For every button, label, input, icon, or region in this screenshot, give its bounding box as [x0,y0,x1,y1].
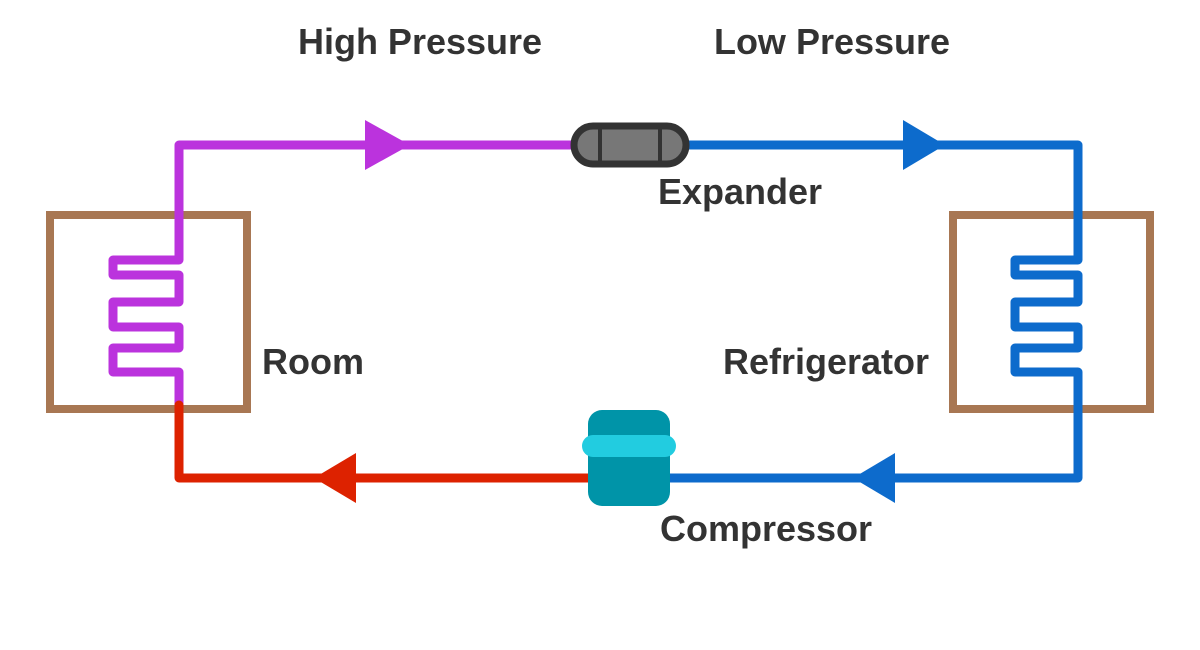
compressor-label: Compressor [660,508,872,549]
suction-line [663,400,1083,483]
room-label: Room [262,341,364,382]
high-pressure-line [174,140,580,255]
refrigerator-enclosure [949,211,1154,413]
low-pressure-line [680,140,1083,255]
expander-label: Expander [658,171,822,212]
room-enclosure [46,211,251,413]
flow-arrow-right-icon [365,120,410,170]
flow-arrow-left-icon [853,453,895,503]
hot-gas-line [174,400,595,483]
low-pressure-label: Low Pressure [714,21,950,62]
evaporator-coil-icon [1010,250,1083,405]
compressor-icon [582,410,676,506]
condenser-coil-icon [108,250,184,405]
expander-valve-icon [570,122,690,168]
refrigerator-label: Refrigerator [723,341,929,382]
high-pressure-label: High Pressure [298,21,542,62]
flow-arrow-left-icon [314,453,356,503]
flow-arrow-right-icon [903,120,945,170]
